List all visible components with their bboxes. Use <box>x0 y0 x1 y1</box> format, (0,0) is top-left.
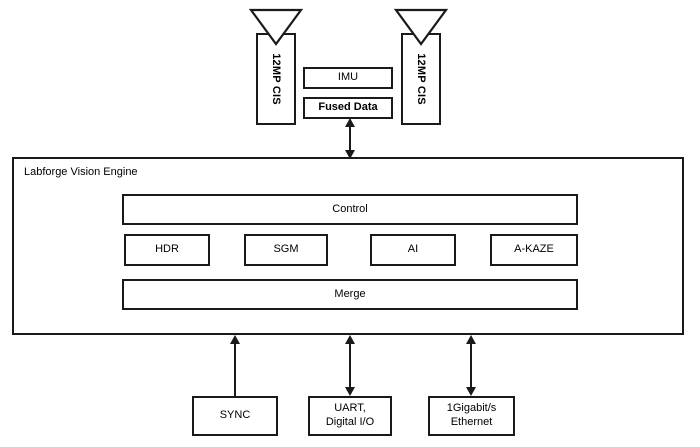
fused-data-box: Fused Data <box>303 97 393 119</box>
control-label: Control <box>332 202 368 215</box>
interface-box-ethernet-label: 1Gigabit/s Ethernet <box>446 402 497 428</box>
processing-block-hdr-label: HDR <box>155 243 179 256</box>
sync-to-engine-arrow <box>230 335 240 396</box>
interface-box-uart-label: UART, Digital I/O <box>325 402 375 428</box>
camera-lens-triangle-icon-left <box>249 8 303 46</box>
processing-block-akaze-label: A-KAZE <box>514 243 554 256</box>
processing-block-ai-label: AI <box>407 243 419 256</box>
interface-box-sync-label: SYNC <box>219 409 251 422</box>
imu-label: IMU <box>337 71 359 84</box>
ethernet-to-engine-arrow <box>466 335 476 396</box>
vision-engine-title: Labforge Vision Engine <box>24 166 138 178</box>
processing-block-hdr: HDR <box>124 234 210 266</box>
processing-block-sgm-label: SGM <box>273 243 299 256</box>
camera-lens-triangle-icon-right <box>394 8 448 46</box>
fused-data-to-engine-arrow <box>345 118 355 159</box>
uart-to-engine-arrow <box>345 335 355 396</box>
interface-box-uart: UART, Digital I/O <box>308 396 392 436</box>
imu-box: IMU <box>303 67 393 89</box>
processing-block-sgm: SGM <box>244 234 328 266</box>
interface-box-sync: SYNC <box>192 396 278 436</box>
processing-block-ai: AI <box>370 234 456 266</box>
interface-box-ethernet: 1Gigabit/s Ethernet <box>428 396 515 436</box>
right-camera-body: 12MP CIS <box>401 33 441 125</box>
fused-data-label: Fused Data <box>318 101 378 114</box>
merge-block: Merge <box>122 279 578 310</box>
control-block: Control <box>122 194 578 225</box>
processing-block-akaze: A-KAZE <box>490 234 578 266</box>
left-camera-label: 12MP CIS <box>270 53 282 105</box>
left-camera-body: 12MP CIS <box>256 33 296 125</box>
right-camera-label: 12MP CIS <box>415 53 427 105</box>
merge-label: Merge <box>334 287 366 300</box>
